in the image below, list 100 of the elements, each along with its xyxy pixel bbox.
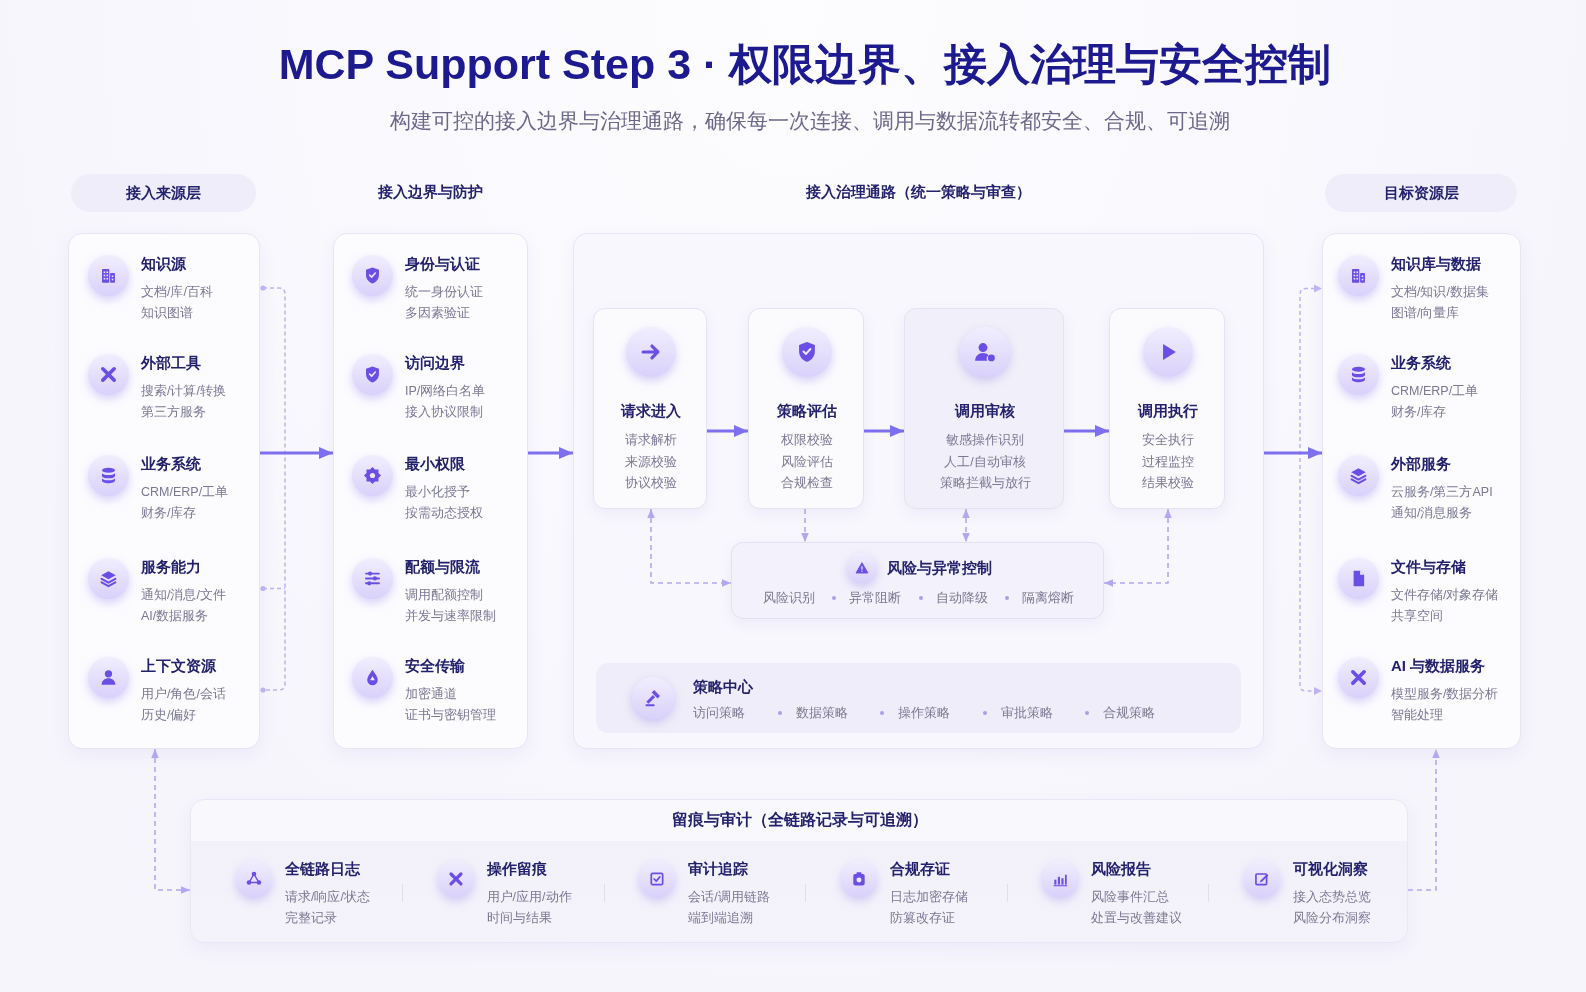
arrow [864, 425, 904, 437]
item-title: 合规存证 [889, 859, 950, 879]
item-description: 模型服务/数据分析 [1391, 685, 1499, 703]
band-title: 策略中心 [693, 677, 753, 697]
control-item: 异常阻断 [849, 589, 902, 607]
step-card [904, 308, 1064, 509]
step-detail: 协议校验 [625, 475, 677, 492]
dashed-arrow [1407, 748, 1440, 891]
item-title: 最小权限 [405, 454, 465, 474]
item-description: 接入态势总览 [1293, 888, 1371, 906]
step-title: 调用执行 [1138, 401, 1198, 421]
item-description: 风险分布洞察 [1293, 909, 1371, 927]
item-description: 会话/调用链路 [688, 888, 770, 906]
step-detail: 过程监控 [1142, 453, 1194, 471]
dashed-arrow [801, 508, 809, 543]
item-description: 历史/偏好 [141, 706, 197, 724]
item-title: 身份与认证 [405, 254, 480, 274]
item-title: 外部服务 [1391, 454, 1451, 474]
item-description: 文件存储/对象存储 [1391, 586, 1499, 604]
item-title: 全链路日志 [285, 859, 360, 879]
step-detail: 敏感操作识别 [946, 432, 1024, 449]
item-title: 业务系统 [1391, 353, 1451, 373]
item-description: 搜索/计算/转换 [141, 382, 226, 400]
item-description: 风险事件汇总 [1091, 888, 1170, 906]
dashed-double-arrow [647, 508, 732, 587]
step-detail: 结果校验 [1142, 475, 1194, 492]
arrow [260, 447, 333, 459]
item-description: 统一身份认证 [405, 283, 483, 301]
item-description: 第三方服务 [141, 403, 206, 421]
item-description: 知识图谱 [141, 304, 193, 322]
dashed-double-arrow [151, 748, 191, 894]
dashed-double-arrow [962, 508, 970, 543]
item-title: 配额与限流 [405, 557, 480, 577]
item-description: 图谱/向量库 [1391, 304, 1460, 322]
step-detail: 来源校验 [625, 453, 677, 471]
item-description: 用户/应用/动作 [486, 888, 572, 906]
arrow [528, 447, 573, 459]
arrow [1264, 447, 1322, 459]
step-title: 策略评估 [777, 401, 837, 421]
item-title: 知识库与数据 [1391, 254, 1481, 274]
step-detail: 人工/自动审核 [944, 453, 1026, 471]
item-description: 处置与改善建议 [1091, 909, 1183, 927]
audit-panel [190, 799, 1408, 943]
policy-band [596, 663, 1241, 733]
item-title: AI 与数据服务 [1391, 656, 1486, 676]
item-description: 调用配额控制 [405, 586, 483, 604]
step-card [748, 308, 864, 509]
item-title: 风险报告 [1091, 859, 1152, 879]
item-title: 安全传输 [405, 656, 465, 676]
item-description: 用户/角色/会话 [141, 685, 226, 703]
column-heading: 接入治理通路（统一策略与审查） [806, 182, 1031, 202]
column-heading: 接入边界与防护 [378, 182, 483, 202]
policy-item: 访问策略 [693, 705, 745, 722]
item-title: 外部工具 [141, 353, 201, 373]
step-title: 请求进入 [621, 401, 681, 421]
step-title: 调用审核 [955, 401, 1015, 421]
control-item: 自动降级 [935, 589, 988, 607]
item-description: 最小化授予 [405, 483, 470, 501]
item-description: 多因素验证 [405, 304, 470, 322]
heading-pill: 目标资源层 [1325, 174, 1517, 212]
heading-pill: 接入来源层 [71, 174, 256, 212]
item-title: 上下文资源 [141, 656, 216, 676]
control-box [731, 542, 1104, 619]
policy-item: 审批策略 [1000, 705, 1053, 722]
item-title: 知识源 [141, 254, 186, 274]
item-title: 可视化洞察 [1293, 859, 1368, 879]
step-detail: 请求解析 [625, 432, 677, 449]
step-card [1109, 308, 1225, 509]
policy-item: 操作策略 [898, 705, 950, 722]
item-description: 防篡改存证 [889, 909, 955, 927]
subtitle: 构建可控的接入边界与治理通路，确保每一次连接、调用与数据流转都安全、合规、可追溯 [390, 108, 1230, 134]
policy-item: 合规策略 [1103, 705, 1155, 722]
item-description: 按需动态授权 [405, 504, 483, 522]
item-description: 通知/消息/文件 [141, 586, 226, 604]
item-description: 请求/响应/状态 [285, 888, 370, 906]
item-description: 加密通道 [405, 685, 457, 703]
item-description: CRM/ERP/工单 [1391, 382, 1479, 400]
arrow [1064, 425, 1109, 437]
policy-item: 数据策略 [795, 705, 848, 722]
item-title: 访问边界 [405, 353, 465, 373]
item-description: 证书与密钥管理 [405, 706, 496, 724]
item-title: 业务系统 [141, 454, 201, 474]
item-description: 财务/库存 [1391, 403, 1447, 421]
item-description: 通知/消息服务 [1391, 504, 1473, 522]
item-description: 时间与结果 [486, 909, 552, 927]
item-description: 端到端追溯 [688, 909, 754, 927]
item-description: 文档/库/百科 [141, 283, 213, 301]
control-item: 风险识别 [762, 589, 815, 607]
item-description: CRM/ERP/工单 [141, 483, 229, 501]
item-title: 审计追踪 [688, 859, 749, 879]
title: MCP Support Step 3 · 权限边界、接入治理与安全控制 [278, 39, 1332, 90]
panel-heading: 留痕与审计（全链路记录与可追溯） [672, 810, 928, 830]
box-title: 风险与异常控制 [887, 558, 992, 578]
item-description: 完整记录 [285, 909, 337, 927]
step-detail: 合规检查 [781, 475, 833, 492]
item-title: 操作留痕 [486, 859, 547, 879]
item-description: AI/数据服务 [141, 607, 209, 625]
control-item: 隔离熔断 [1022, 589, 1075, 607]
step-detail: 策略拦截与放行 [939, 475, 1031, 492]
step-detail: 安全执行 [1142, 432, 1194, 449]
